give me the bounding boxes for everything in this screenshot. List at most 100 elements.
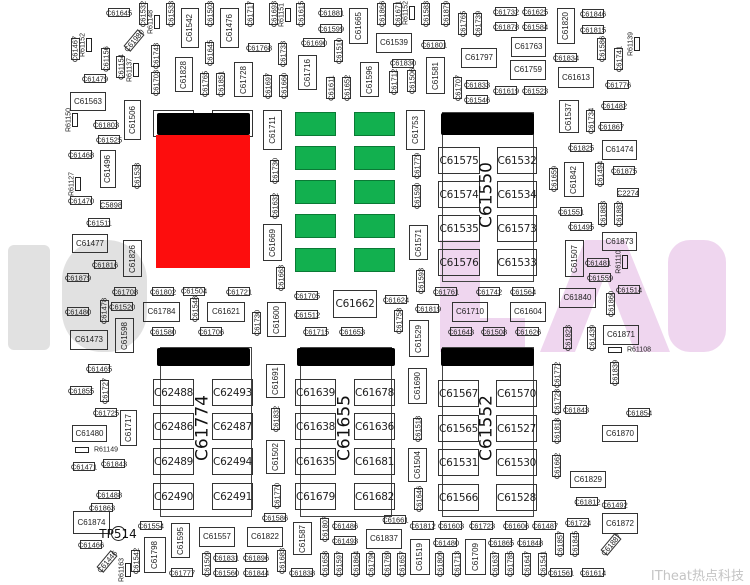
component-label: C61844: [242, 567, 270, 577]
capacitor: C61625: [522, 7, 548, 16]
watermark-shape: [8, 245, 50, 350]
capacitor: C61776: [605, 80, 631, 89]
component-label: C61507: [569, 244, 579, 273]
component-label: C61784: [147, 307, 176, 316]
capacitor: C61802: [150, 287, 176, 296]
capacitor: C61573: [497, 215, 537, 242]
capacitor: C61480: [433, 538, 459, 547]
component-label: C61646: [413, 485, 423, 513]
resistor: R61149: [75, 447, 118, 454]
capacitor: C61779: [412, 153, 421, 179]
capacitor: C61717: [245, 1, 254, 27]
capacitor: C61635: [295, 448, 336, 475]
capacitor: C61638: [295, 413, 336, 440]
component-label: C61614: [579, 567, 607, 577]
component-label: C61621: [211, 307, 241, 316]
capacitor: C61586: [262, 513, 288, 522]
capacitor: C61496: [100, 150, 116, 188]
component-label: C61492: [601, 499, 628, 509]
capacitor: C61567: [438, 380, 479, 407]
capacitor: C61537: [559, 100, 579, 133]
capacitor: C61843: [101, 459, 127, 468]
component-label: C61657: [396, 550, 406, 578]
component-label: R61137: [126, 57, 134, 83]
capacitor: C61531: [438, 449, 479, 476]
capacitor: C61730: [252, 310, 261, 336]
capacitor: C61468: [68, 150, 94, 159]
capacitor: C61532: [138, 1, 148, 27]
component-label: C61528: [497, 491, 536, 504]
resistor: R61152: [80, 33, 93, 57]
component-label: C61769: [381, 550, 391, 578]
resistor: R61150: [66, 108, 78, 132]
component-label: C61478: [99, 297, 109, 325]
component-label: C61724: [564, 517, 592, 527]
capacitor: C61665: [349, 8, 368, 44]
component-label: C61476: [224, 13, 234, 43]
component-label: R61152: [402, 0, 410, 26]
capacitor: C61576: [438, 249, 480, 276]
capacitor: C61626: [515, 327, 541, 336]
capacitor: C61586: [597, 36, 606, 62]
component-label: C61638: [296, 420, 335, 433]
capacitor: C61871: [603, 325, 639, 345]
capacitor: C61843: [563, 405, 589, 414]
component-label: C61575: [439, 154, 479, 167]
capacitor: C61829: [570, 471, 606, 488]
component-label: C61533: [497, 256, 537, 269]
component-label: C61840: [563, 293, 592, 302]
component-label: C62486: [154, 420, 193, 433]
component-label: C61690: [300, 37, 328, 47]
component-label: C61527: [497, 422, 536, 435]
capacitor: C61879: [65, 273, 91, 282]
capacitor: C61542: [181, 8, 199, 48]
component-label: C62489: [154, 455, 193, 468]
capacitor: C61678: [354, 379, 395, 406]
capacitor: C61742: [476, 287, 502, 296]
component-label: C61765: [199, 70, 209, 98]
component-label: R61110: [615, 250, 623, 274]
capacitor: C61565: [438, 415, 479, 442]
capacitor: C61480: [72, 425, 107, 442]
capacitor: C61663: [276, 265, 285, 291]
component-label: C61712: [388, 68, 398, 95]
component-label: C61583: [420, 1, 430, 28]
capacitor: C61840: [559, 288, 596, 308]
resistor: R61137: [127, 58, 139, 82]
capacitor: C61575: [438, 147, 480, 174]
capacitor: C61534: [497, 181, 537, 208]
component-label: C61691: [270, 366, 280, 396]
component-label: C61493: [331, 535, 359, 545]
black-redaction-bar: [441, 113, 534, 135]
capacitor: C61614: [579, 567, 607, 577]
capacitor: C61502: [266, 440, 285, 474]
capacitor: C61825: [568, 143, 594, 152]
component-label: C61661: [382, 514, 409, 524]
component-label: C61557: [202, 532, 232, 541]
capacitor: C61812: [410, 521, 436, 530]
green-pad: [295, 112, 336, 136]
capacitor: C61831: [213, 553, 239, 562]
component-label: C61495: [567, 221, 595, 231]
component-label: C61669: [267, 228, 277, 257]
capacitor: C61727: [100, 378, 109, 404]
component-label: C61604: [513, 307, 543, 316]
component-label: C61864: [350, 550, 360, 578]
capacitor: C61581: [426, 57, 445, 94]
component-label: C61854: [625, 407, 653, 417]
capacitor: C61717: [120, 410, 137, 446]
component-label: C61730: [269, 157, 279, 185]
capacitor: C61828: [175, 57, 193, 92]
component-label: C61503: [204, 1, 214, 28]
component-label: C61772: [551, 361, 561, 388]
capacitor: C61554: [138, 521, 164, 530]
black-redaction-bar: [157, 348, 250, 366]
component-label: C5898: [99, 199, 123, 209]
component-label: C61603: [437, 520, 465, 530]
component-label: C61595: [175, 526, 185, 555]
component-label: C61815: [579, 24, 607, 34]
capacitor: C61481: [585, 258, 611, 267]
component-label: C61535: [439, 222, 479, 235]
component-label: C61678: [355, 386, 394, 399]
